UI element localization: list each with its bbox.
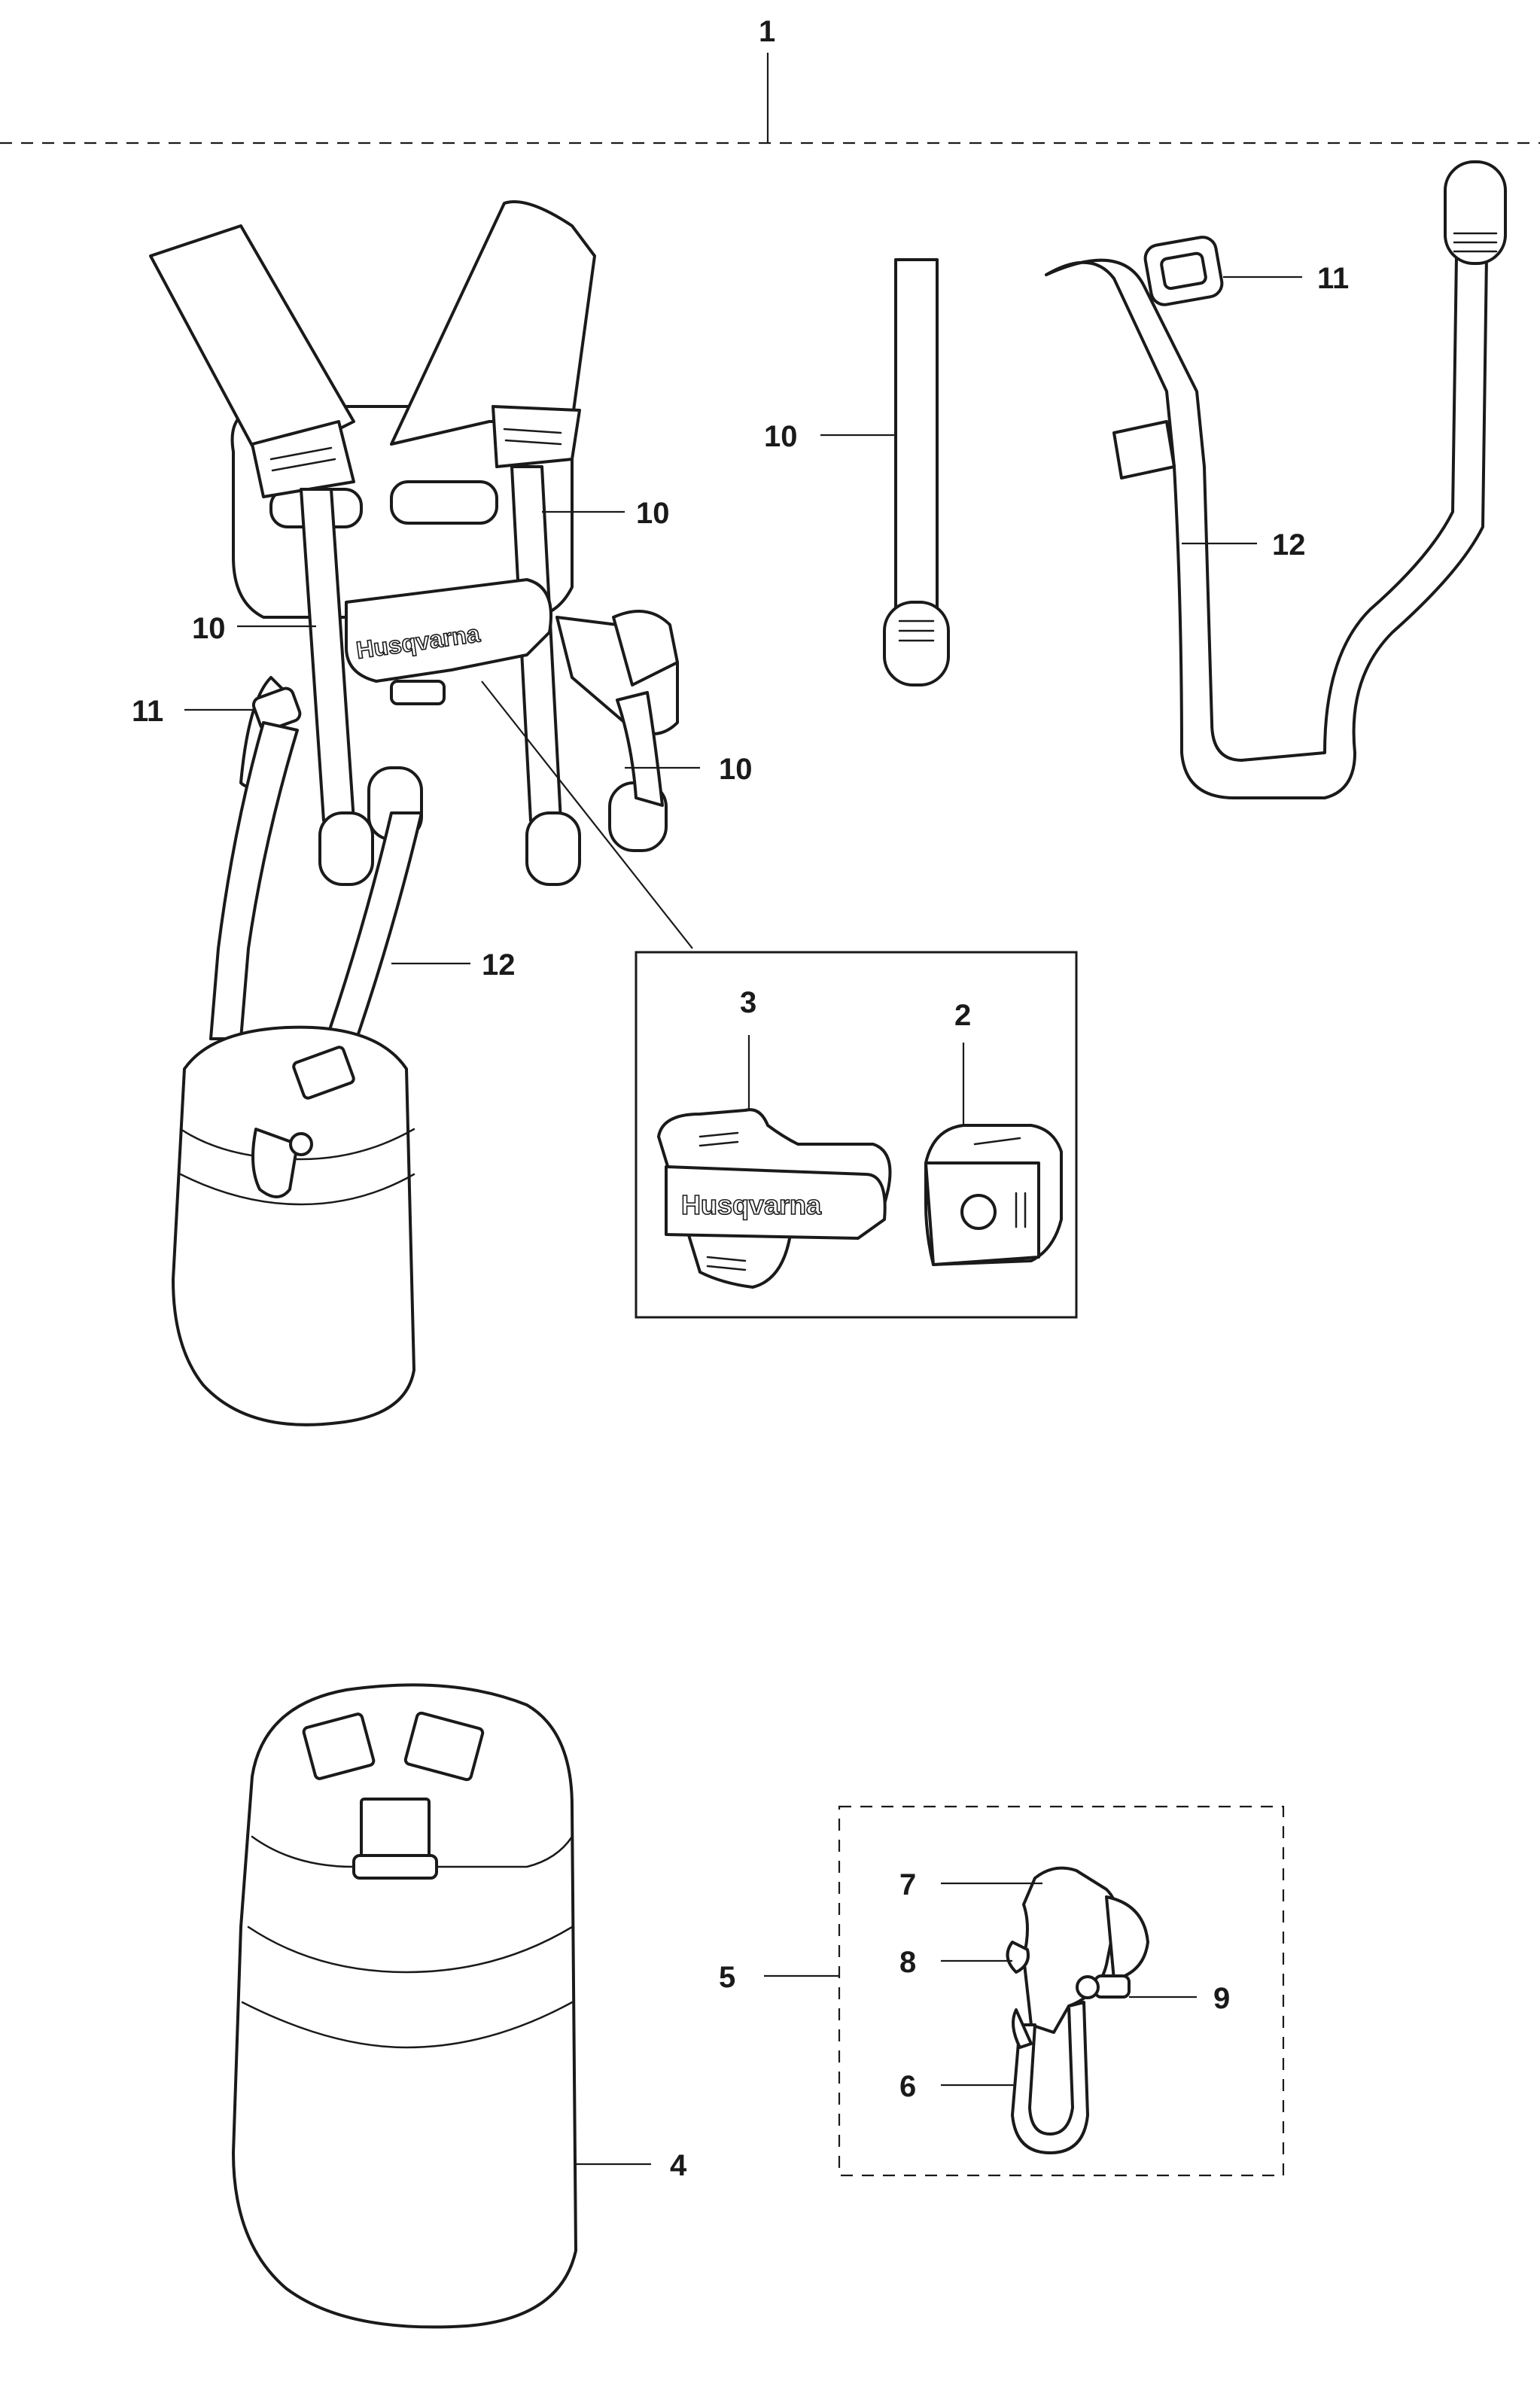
brand-logo-detail: Husqvarna [681, 1189, 822, 1220]
callout-12-a: 12 [482, 948, 516, 982]
harness-assembly: Husqvarna [149, 200, 679, 1426]
callout-10-d: 10 [764, 420, 798, 453]
callout-3: 3 [740, 986, 756, 1019]
callout-7: 7 [899, 1868, 916, 1901]
callout-9: 9 [1213, 1982, 1230, 2015]
callout-10-c: 10 [719, 753, 753, 786]
callout-10-a: 10 [636, 497, 670, 530]
hook-assembly-5 [838, 1805, 1285, 2177]
detail-box: Husqvarna [635, 951, 1078, 1319]
callout-6: 6 [899, 2070, 916, 2103]
strap-10-part [883, 258, 950, 686]
callout-5: 5 [719, 1961, 735, 1994]
callout-8: 8 [899, 1946, 916, 1979]
assembly-top-boundary [0, 53, 1540, 145]
slider-11-part [1143, 236, 1224, 306]
callout-10-b: 10 [192, 612, 226, 645]
callout-12-b: 12 [1272, 528, 1306, 562]
callout-2: 2 [954, 999, 971, 1032]
callout-11-a: 11 [132, 695, 163, 728]
bag-4-part [232, 1683, 577, 2329]
callout-1: 1 [759, 15, 775, 48]
carry-strap-12-part [1045, 160, 1507, 799]
leader-detail [481, 680, 693, 949]
callout-11-b: 11 [1317, 262, 1349, 295]
callout-4: 4 [670, 2149, 687, 2182]
